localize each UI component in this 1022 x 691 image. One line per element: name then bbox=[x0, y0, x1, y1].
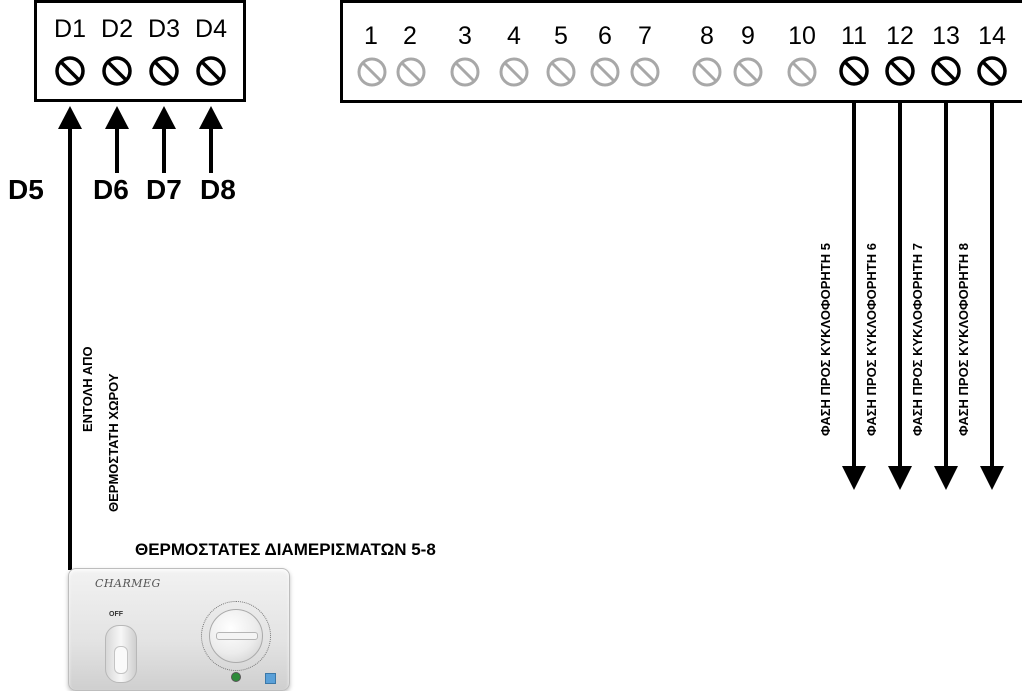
output-label-7: ΦΑΣΗ ΠΡΟΣ ΚΥΚΛΟΦΟΡΗΤΗ 7 bbox=[910, 243, 925, 436]
screw-6-icon bbox=[590, 57, 620, 87]
input-arrow-d7 bbox=[152, 106, 176, 173]
screw-d1-icon bbox=[55, 56, 85, 86]
screw-13-icon bbox=[931, 56, 961, 86]
terminal-label-10: 10 bbox=[788, 22, 816, 50]
screw-3-icon bbox=[450, 57, 480, 87]
thermostat-switch-label: OFF bbox=[109, 611, 123, 618]
output-arrow-11 bbox=[842, 103, 866, 490]
terminal-label-12: 12 bbox=[886, 22, 914, 50]
thermostat-sticker-icon bbox=[265, 673, 276, 684]
terminal-label-11: 11 bbox=[841, 22, 867, 50]
thermostat-brand-logo: CHARMEG bbox=[95, 577, 161, 590]
input-arrow-d5 bbox=[58, 106, 82, 570]
thermostat-device: CHARMEG OFF bbox=[68, 568, 290, 691]
terminal-label-2: 2 bbox=[403, 22, 417, 50]
thermostat-switch bbox=[105, 625, 137, 683]
thermostat-title: ΘΕΡΜΟΣΤΑΤΕΣ ΔΙΑΜΕΡΙΣΜΑΤΩΝ 5-8 bbox=[135, 540, 436, 559]
thermostat-led-icon bbox=[231, 672, 241, 682]
terminal-label-6: 6 bbox=[598, 22, 612, 50]
command-label-line2: ΘΕΡΜΟΣΤΑΤΗ ΧΩΡΟΥ bbox=[106, 373, 121, 512]
screw-10-icon bbox=[787, 57, 817, 87]
terminal-label-3: 3 bbox=[458, 22, 472, 50]
screw-7-icon bbox=[630, 57, 660, 87]
terminal-label-14: 14 bbox=[978, 22, 1006, 50]
output-label-6: ΦΑΣΗ ΠΡΟΣ ΚΥΚΛΟΦΟΡΗΤΗ 6 bbox=[864, 243, 879, 436]
command-label-line1: ΕΝΤΟΛΗ ΑΠΟ bbox=[80, 346, 95, 432]
screw-9-icon bbox=[733, 57, 763, 87]
terminal-label-7: 7 bbox=[638, 22, 652, 50]
terminal-label-1: 1 bbox=[364, 22, 378, 50]
input-label-d6: D6 bbox=[93, 174, 129, 205]
input-label-d5: D5 bbox=[8, 174, 44, 205]
input-arrow-d8 bbox=[199, 106, 223, 173]
terminal-label-8: 8 bbox=[700, 22, 714, 50]
output-label-8: ΦΑΣΗ ΠΡΟΣ ΚΥΚΛΟΦΟΡΗΤΗ 8 bbox=[956, 243, 971, 436]
terminal-label-9: 9 bbox=[741, 22, 755, 50]
terminal-label-d4: D4 bbox=[195, 15, 227, 43]
input-label-d8: D8 bbox=[200, 174, 236, 205]
input-arrow-d6 bbox=[105, 106, 129, 173]
screw-12-icon bbox=[885, 56, 915, 86]
terminal-label-d3: D3 bbox=[148, 15, 180, 43]
screw-d3-icon bbox=[149, 56, 179, 86]
screw-8-icon bbox=[692, 57, 722, 87]
output-label-5: ΦΑΣΗ ΠΡΟΣ ΚΥΚΛΟΦΟΡΗΤΗ 5 bbox=[818, 243, 833, 436]
output-arrow-14 bbox=[980, 103, 1004, 490]
input-label-d7: D7 bbox=[146, 174, 182, 205]
screw-1-icon bbox=[357, 57, 387, 87]
terminal-label-d2: D2 bbox=[101, 15, 133, 43]
thermostat-dial-scale bbox=[201, 601, 271, 671]
screw-2-icon bbox=[396, 57, 426, 87]
screw-4-icon bbox=[499, 57, 529, 87]
screw-14-icon bbox=[977, 56, 1007, 86]
terminal-label-d1: D1 bbox=[54, 15, 86, 43]
screw-d2-icon bbox=[102, 56, 132, 86]
terminal-label-5: 5 bbox=[554, 22, 568, 50]
screw-5-icon bbox=[546, 57, 576, 87]
output-arrow-13 bbox=[934, 103, 958, 490]
terminal-label-4: 4 bbox=[507, 22, 521, 50]
terminal-label-13: 13 bbox=[932, 22, 960, 50]
terminal-block-numbered bbox=[340, 0, 1022, 103]
output-arrow-12 bbox=[888, 103, 912, 490]
screw-d4-icon bbox=[196, 56, 226, 86]
screw-11-icon bbox=[839, 56, 869, 86]
